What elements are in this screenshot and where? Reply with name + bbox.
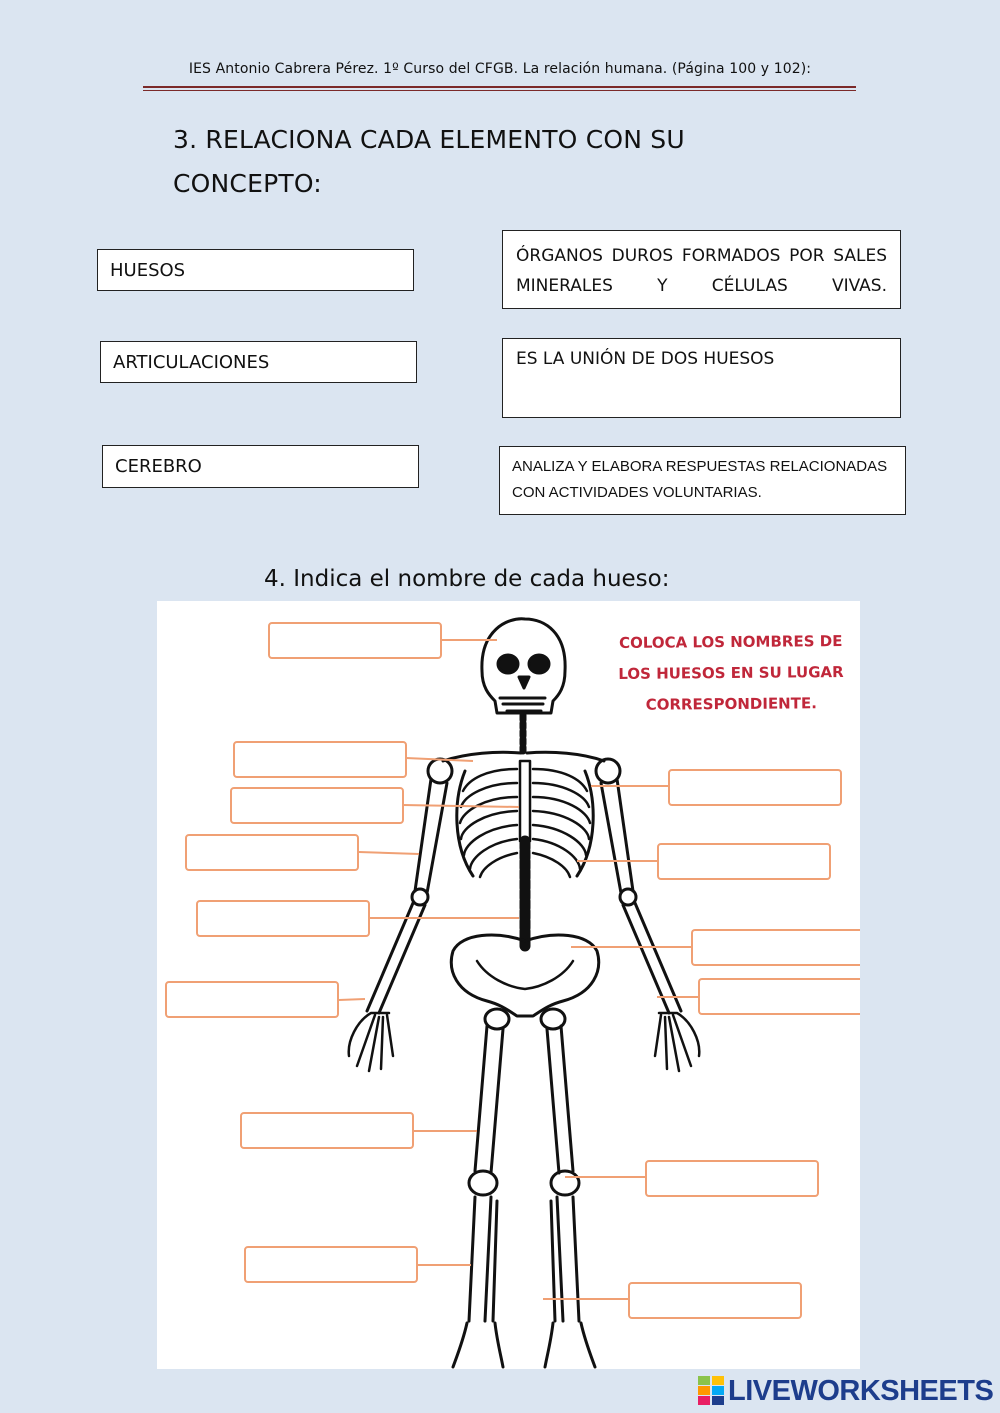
humerus-left xyxy=(413,777,449,895)
bone-label-input-fibula[interactable] xyxy=(244,1246,418,1283)
hand-left xyxy=(347,1011,395,1073)
liveworksheets-wordmark: LIVEWORKSHEETS xyxy=(728,1374,994,1407)
clavicle-left xyxy=(441,750,523,763)
femur-right xyxy=(545,1024,575,1175)
forearm-left xyxy=(365,901,427,1015)
hip-socket-left xyxy=(483,1007,511,1031)
clavicle-right xyxy=(525,750,606,763)
nasal-cavity xyxy=(517,675,531,690)
bone-label-input-radius[interactable] xyxy=(165,981,339,1018)
skeleton-illustration xyxy=(338,617,701,1369)
term-box-huesos[interactable]: HUESOS xyxy=(97,249,414,291)
shoulder-right xyxy=(594,757,622,785)
term-label: ARTICULACIONES xyxy=(113,351,270,373)
bone-label-input-tibia[interactable] xyxy=(628,1282,802,1319)
skeleton-instruction: COLOCA LOS NOMBRES DE LOS HUESOS EN SU L… xyxy=(618,632,844,714)
definition-text: ANALIZA Y ELABORA RESPUESTAS RELACIONADA… xyxy=(512,458,888,501)
term-box-articulaciones[interactable]: ARTICULACIONES xyxy=(100,341,417,383)
jaw xyxy=(498,696,547,713)
tibia-left xyxy=(467,1195,499,1323)
elbow-right xyxy=(618,887,638,907)
page-header: IES Antonio Cabrera Pérez. 1º Curso del … xyxy=(188,61,812,77)
definition-text: ES LA UNIÓN DE DOS HUESOS xyxy=(516,349,775,369)
skull xyxy=(480,617,567,715)
pelvis xyxy=(449,933,601,1018)
forearm-right xyxy=(621,901,683,1015)
header-divider xyxy=(143,86,856,88)
liveworksheets-brand: LIVEWORKSHEETS xyxy=(698,1373,994,1409)
bone-label-input-skull[interactable] xyxy=(268,622,442,659)
bone-label-input-spine[interactable] xyxy=(196,900,370,937)
knee-left xyxy=(467,1169,499,1197)
exercise-3-title: 3. RELACIONA CADA ELEMENTO CON SU CONCEP… xyxy=(173,125,685,198)
bone-label-input-scapula[interactable] xyxy=(668,769,842,806)
humerus-right xyxy=(599,777,635,895)
elbow-left xyxy=(410,887,430,907)
foot-right xyxy=(543,1321,597,1369)
exercise-4-title: 4. Indica el nombre de cada hueso: xyxy=(264,566,670,592)
sternum xyxy=(518,759,532,843)
definition-text: ÓRGANOS DUROS FORMADOS POR SALES MINERAL… xyxy=(516,246,887,296)
bone-label-input-pelvis[interactable] xyxy=(691,929,860,966)
tibia-right xyxy=(549,1195,581,1323)
connector-lines xyxy=(338,639,698,1300)
hand-right xyxy=(653,1011,701,1073)
bone-label-input-femur[interactable] xyxy=(240,1112,414,1149)
bone-label-input-clavicle[interactable] xyxy=(233,741,407,778)
pelvis-inner xyxy=(475,959,575,991)
femur-left xyxy=(473,1024,505,1175)
definition-box-3[interactable]: ANALIZA Y ELABORA RESPUESTAS RELACIONADA… xyxy=(499,446,906,515)
definition-box-2[interactable]: ES LA UNIÓN DE DOS HUESOS xyxy=(502,338,901,418)
term-label: HUESOS xyxy=(110,259,186,281)
liveworksheets-logo-icon xyxy=(698,1376,724,1405)
bone-label-input-ribs[interactable] xyxy=(657,843,831,880)
header-divider-thin xyxy=(143,90,856,91)
term-box-cerebro[interactable]: CEREBRO xyxy=(102,445,419,488)
term-label: CEREBRO xyxy=(115,456,202,477)
hip-socket-right xyxy=(539,1007,567,1031)
bone-label-input-sternum[interactable] xyxy=(230,787,404,824)
eye-socket-right xyxy=(527,653,551,675)
definition-box-1[interactable]: ÓRGANOS DUROS FORMADOS POR SALES MINERAL… xyxy=(502,230,901,309)
eye-socket-left xyxy=(496,653,520,675)
foot-left xyxy=(451,1321,505,1369)
bone-label-input-patella[interactable] xyxy=(645,1160,819,1197)
knee-right xyxy=(549,1169,581,1197)
ribcage-outline xyxy=(455,769,595,878)
bone-label-input-ulna[interactable] xyxy=(698,978,860,1015)
bone-label-input-humerus[interactable] xyxy=(185,834,359,871)
